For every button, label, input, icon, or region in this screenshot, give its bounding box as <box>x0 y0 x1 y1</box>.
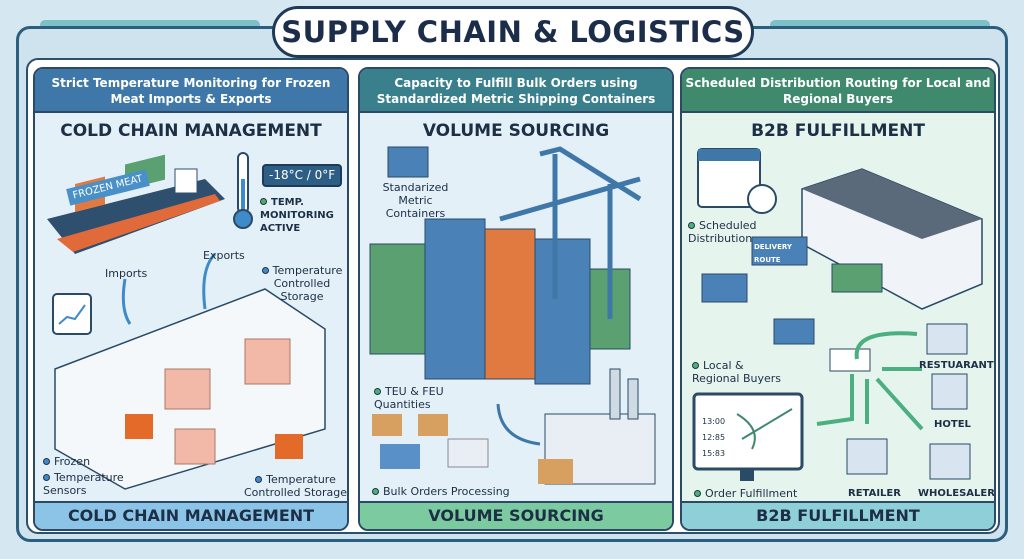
thermometer-icon <box>233 152 253 229</box>
truck-sign: DELIVERY ROUTE <box>754 243 792 264</box>
decorative-stripe <box>40 20 260 30</box>
panel-b2b-fulfillment: Scheduled Distribution Routing for Local… <box>680 67 996 531</box>
panel-header: Scheduled Distribution Routing for Local… <box>682 69 994 113</box>
imports-arrow-icon <box>121 278 132 325</box>
sensors-label: Temperature Sensors <box>43 471 124 497</box>
warehouse-icon <box>801 168 983 310</box>
pallets-icon <box>372 414 489 469</box>
tablet-chart-icon <box>52 293 92 335</box>
retailer-label: RETAILER <box>848 488 901 499</box>
teu-feu-label: TEU & FEU Quantities <box>374 385 444 411</box>
cold-chain-illustration <box>47 152 326 490</box>
imports-label: Imports <box>105 267 148 280</box>
local-buyers-label: Local & Regional Buyers <box>692 359 781 385</box>
monitoring-status: TEMP. MONITORING ACTIVE <box>260 197 334 234</box>
delivery-truck-icon <box>701 236 883 372</box>
panel-cold-chain: Strict Temperature Monitoring for Frozen… <box>33 67 349 531</box>
distribution-illustration <box>692 148 983 481</box>
building-icons <box>846 323 971 480</box>
frozen-label: Frozen <box>43 455 90 468</box>
panel-title: VOLUME SOURCING <box>422 121 610 141</box>
time-slot: 13:00 <box>702 417 726 426</box>
route-arrows-icon <box>816 331 924 431</box>
page-title: SUPPLY CHAIN & LOGISTICS <box>272 6 754 58</box>
flow-arrow-icon <box>496 403 541 446</box>
calendar-icon <box>697 148 777 214</box>
check-icon <box>260 198 267 205</box>
storage-label-top: Temperature Controlled Storage <box>257 264 347 303</box>
panel-header: Capacity to Fulfill Bulk Orders using St… <box>360 69 672 113</box>
port-illustration <box>369 146 656 485</box>
bulk-orders-label: Bulk Orders Processing <box>372 485 510 498</box>
container-icon <box>387 146 429 178</box>
factory-icon <box>538 368 656 485</box>
exports-arrow-icon <box>202 252 217 310</box>
hotel-label: HOTEL <box>934 419 971 430</box>
temperature-display: -18°C / 0°F <box>262 164 343 187</box>
order-fulfillment-label: Order Fulfillment <box>694 487 797 500</box>
monitor-map-icon <box>692 392 804 481</box>
panel-volume-sourcing: Capacity to Fulfill Bulk Orders using St… <box>358 67 674 531</box>
panel-footer: COLD CHAIN MANAGEMENT <box>35 501 347 529</box>
panel-header: Strict Temperature Monitoring for Frozen… <box>35 69 347 113</box>
decorative-stripe <box>770 20 990 30</box>
panel-footer: B2B FULFILLMENT <box>682 501 994 529</box>
container-stack-icon <box>369 218 631 385</box>
restaurant-label: RESTUARANT <box>919 360 994 371</box>
containers-label: Standarized Metric Containers <box>382 181 449 220</box>
exports-label: Exports <box>203 249 245 262</box>
storage-label-bottom: Temperature Controlled Storage <box>243 473 348 499</box>
time-slot: 12:85 <box>702 433 726 442</box>
wholesaler-label: WHOLESALER <box>918 488 995 499</box>
time-slot: 15:83 <box>702 449 726 458</box>
gantry-crane-icon <box>499 146 642 319</box>
panel-footer: VOLUME SOURCING <box>360 501 672 529</box>
panel-title: COLD CHAIN MANAGEMENT <box>60 121 322 141</box>
scheduled-label: Scheduled Distribution <box>688 219 757 245</box>
warehouse-icon <box>54 288 326 490</box>
panel-title: B2B FULFILLMENT <box>751 121 925 141</box>
